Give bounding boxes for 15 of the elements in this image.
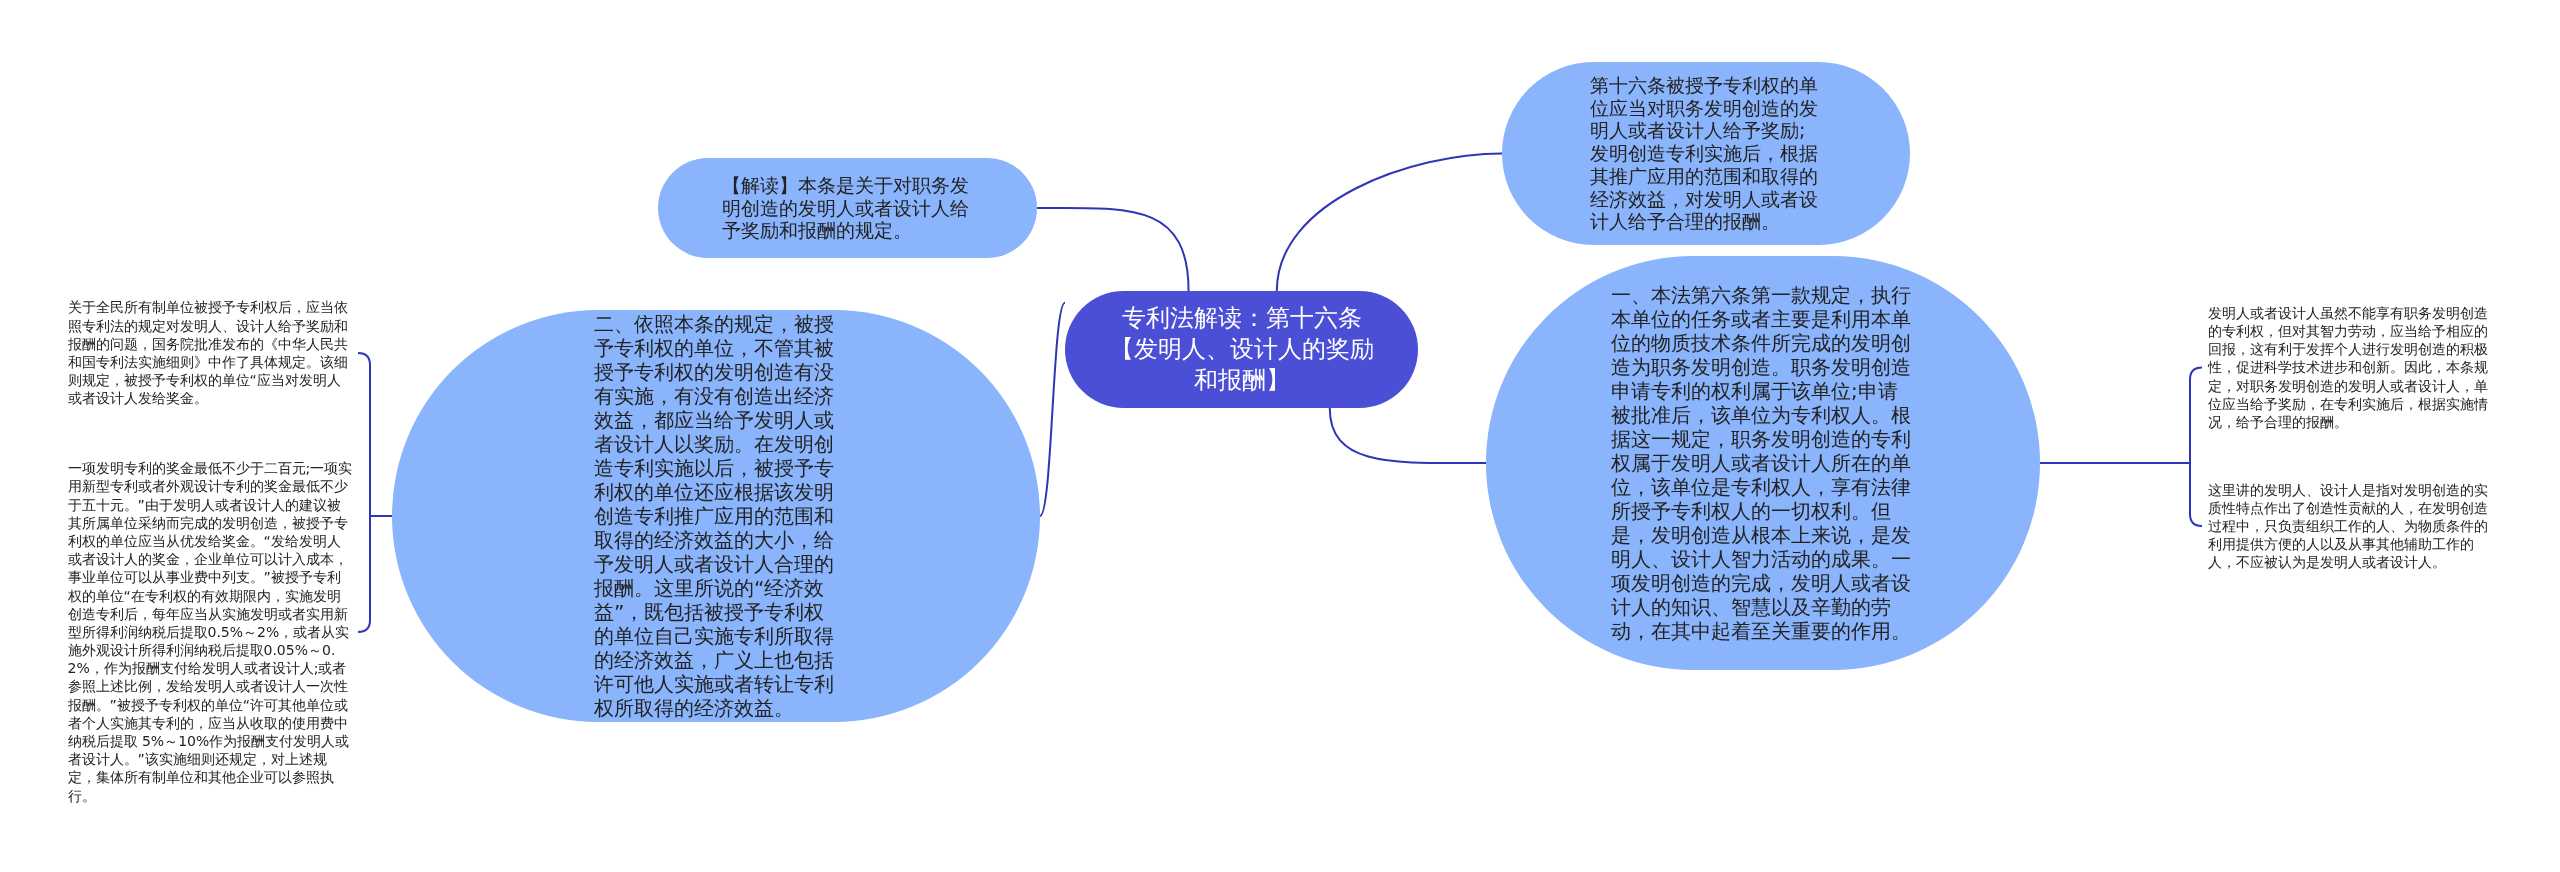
note-text: 关于全民所有制单位被授予专利权后，应当依照专利法的规定对发明人、设计人给予奖励和报酬的问题，国务院批准发布的《中华人民共和国专利法实施细则》中作了具体规定。该细则规定，被授予专利权的单位“应当对发明人或者设计人发给奖金。: [67, 298, 349, 408]
connector-line: [1275, 152, 1503, 292]
note-text: 发明人或者设计人虽然不能享有职务发明创造的专利权，但对其智力劳动，应当给予相应的回报，这有利于发挥个人进行发明创造的积极性，促进科学技术进步和创新。因此，本条规定，对职务发明创造的发明人或者设计人，单位应当给予奖励，在专利实施后，根据实施情况，给予合理的报酬。: [2208, 303, 2490, 432]
topic-text: 一、本法第六条第一款规定，执行本单位的任务或者主要是利用本单位的物质技术条件所完成的发明创造为职务发明创造。职务发明创造申请专利的权利属于该单位;申请被批准后，该单位为专利权人。根据这一规定，职务发明创造的专利权属于发明人或者设计人所在的单位，该单位是专利权人，享有法律所授予专利权人的一切权利。但是，发明创造从根本上来说，是发明人、设计人智力活动的成果。一项发明创造的完成，发明人或者设计人的知识、智慧以及辛勤的劳动，在其中起着至关重要的作用。: [1611, 283, 1912, 643]
connector-line: [1036, 206, 1190, 292]
note-text: 一项发明专利的奖金最低不少于二百元;一项实用新型专利或者外观设计专利的奖金最低不少于五十元。”由于发明人或者设计人的建议被其所属单位采纳而完成的发明创造，被授予专利权的单位应当从优发给奖金。“发给发明人或者设计人的奖金，企业单位可以计入成本，事业单位可以从事业费中列支。”被授予专利权的单位“在专利权的有效期限内，实施发明创造专利后，每年应当从实施发明或者实用新型所得利润纳税后提取0.5%～2%，或者从实施外观设计所得利润纳税后提取0.05%～0.2%，作为报酬支付给发明人或者设计人;或者参照上述比例，发给发明人或者设计人一次性报酬。”被授予专利权的单位“许可其他单位或者个人实施其专利的，应当从收取的使用费中纳税后提取 5%～10%作为报酬支付发明人或者设计人。”该实施细则还规定，对上述规定，集体所有制单位和其他企业可以参照执行。: [67, 459, 354, 805]
topic-text: 第十六条被授予专利权的单位应当对职务发明创造的发明人或者设计人给予奖励;发明创造专利实施后，根据其推广应用的范围和取得的经济效益，对发明人或者设计人给予合理的报酬。: [1590, 73, 1820, 234]
topic-text: 二、依照本条的规定，被授予专利权的单位，不管其被授予专利权的发明创造有没有实施，有没有创造出经济效益，都应当给予发明人或者设计人以奖励。在发明创造专利实施以后，被授予专利权的单位还应根据该发明创造专利推广应用的范围和取得的经济效益的大小，给予发明人或者设计人合理的报酬。这里所说的“经济效益”，既包括被授予专利权的单位自己实施专利所取得的经济效益，广义上也包括许可他人实施或者转让专利权所取得的经济效益。: [594, 312, 835, 720]
connector-line: [1039, 301, 1066, 517]
connector-line: [357, 515, 393, 633]
connector-line: [2039, 462, 2203, 527]
topic-text: 专利法解读：第十六条【发明人、设计人的奖励和报酬】: [1108, 302, 1375, 397]
note-text: 这里讲的发明人、设计人是指对发明创造的实质性特点作出了创造性贡献的人，在发明创造过程中，只负责组织工作的人、为物质条件的利用提供方便的人以及从事其他辅助工作的人，不应被认为是发明人或者设计人。: [2208, 480, 2490, 572]
connector-line: [1328, 407, 1487, 465]
topic-text: 【解读】本条是关于对职务发明创造的发明人或者设计人给予奖励和报酬的规定。: [722, 173, 971, 243]
